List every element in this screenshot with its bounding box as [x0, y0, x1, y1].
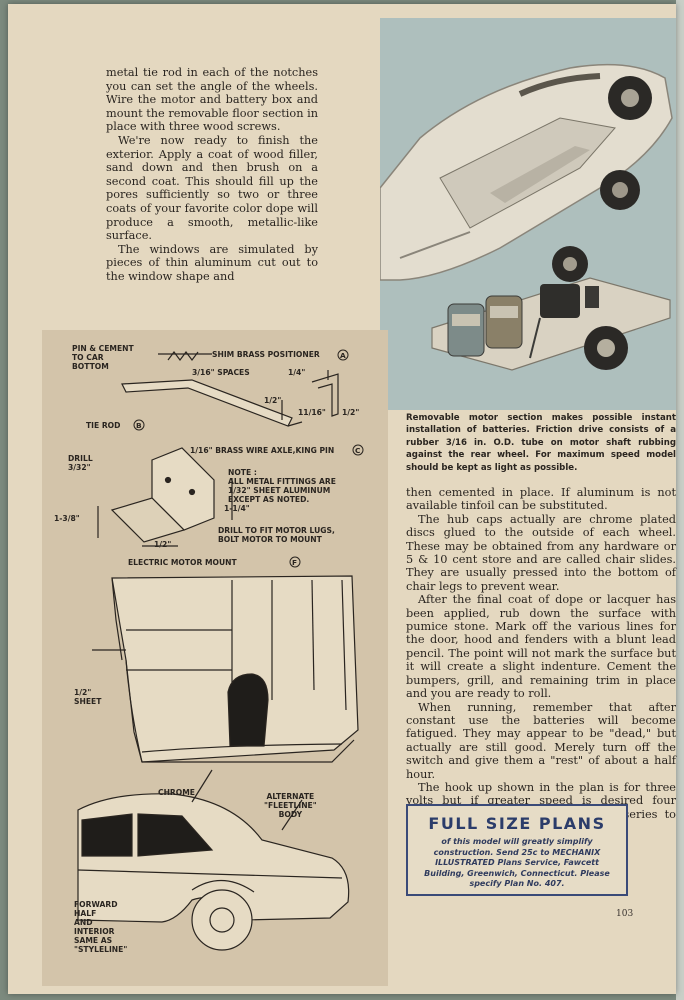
label-dim-half-a: 1/2" — [264, 396, 282, 405]
label-dim-one-quarter: 1-1/4" — [224, 504, 250, 513]
right-column-text: then cemented in place. If aluminum is n… — [406, 486, 676, 835]
label-dim-quarter: 1/4" — [288, 368, 306, 377]
plans-body: of this model will greatly simplify cons… — [424, 837, 610, 888]
label-shim-positioner: SHIM BRASS POSITIONER — [212, 350, 320, 359]
shim-mark: A — [340, 351, 346, 360]
right-paragraph: After the final coat of dope or lacquer … — [406, 593, 676, 701]
label-dim-half-b: 1/2" — [342, 408, 360, 417]
label-dim-eleven: 11/16" — [298, 408, 326, 417]
label-dim-three-eighth: 1-3/8" — [54, 514, 80, 523]
label-chrome: CHROME — [158, 788, 195, 797]
left-paragraph: metal tie rod in each of the notches you… — [106, 66, 318, 134]
right-paragraph: When running, remember that after consta… — [406, 700, 676, 781]
label-drill: DRILL 3/32" — [68, 454, 93, 472]
motor-mount-mark: F — [292, 558, 297, 567]
label-pin-cement: PIN & CEMENT TO CAR BOTTOM — [72, 344, 134, 371]
label-sheet: 1/2" SHEET — [74, 688, 102, 706]
diagram-panel: A B C F PIN & CEMENT TO CAR BOTTOM SHIM … — [42, 330, 388, 986]
motor-section-photo — [431, 246, 671, 371]
left-paragraph: The windows are simulated by pieces of t… — [106, 242, 318, 283]
left-column-text: metal tie rod in each of the notches you… — [106, 66, 318, 284]
page-number: 103 — [616, 909, 634, 919]
label-dim-half-c: 1/2" — [154, 540, 172, 549]
backdrop-right — [676, 0, 684, 1000]
label-axle: 1/16" BRASS WIRE AXLE,KING PIN — [190, 446, 335, 455]
label-tie-rod: TIE ROD — [86, 421, 121, 430]
tie-rod-mark: B — [136, 421, 142, 430]
plans-title: FULL SIZE PLANS — [428, 814, 606, 833]
car-body-photo — [380, 63, 673, 281]
photo-caption: Removable motor section makes possible i… — [406, 413, 676, 473]
label-drill-lugs: DRILL TO FIT MOTOR LUGS, BOLT MOTOR TO M… — [218, 526, 335, 544]
label-forward-half: FORWARD HALF AND INTERIOR SAME AS "STYLE… — [74, 900, 128, 954]
construction-diagrams: A B C F — [77, 349, 364, 951]
magazine-page: A B C F PIN & CEMENT TO CAR BOTTOM SHIM … — [8, 4, 676, 994]
model-car-photos — [380, 63, 673, 371]
right-paragraph: The hub caps actually are chrome plated … — [406, 512, 676, 593]
left-paragraph: We're now ready to finish the exterior. … — [106, 133, 318, 243]
label-spaces: 3/16" SPACES — [192, 368, 250, 377]
plans-box: FULL SIZE PLANS of this model will great… — [406, 804, 628, 896]
axle-mark: C — [355, 446, 360, 455]
photo-panel — [380, 18, 676, 410]
label-motor-mount: ELECTRIC MOTOR MOUNT — [128, 558, 237, 567]
right-paragraph: then cemented in place. If aluminum is n… — [406, 486, 676, 513]
label-note: NOTE : ALL METAL FITTINGS ARE 1/32" SHEE… — [228, 468, 336, 504]
label-alternate-body: ALTERNATE "FLEETLINE" BODY — [264, 792, 317, 819]
